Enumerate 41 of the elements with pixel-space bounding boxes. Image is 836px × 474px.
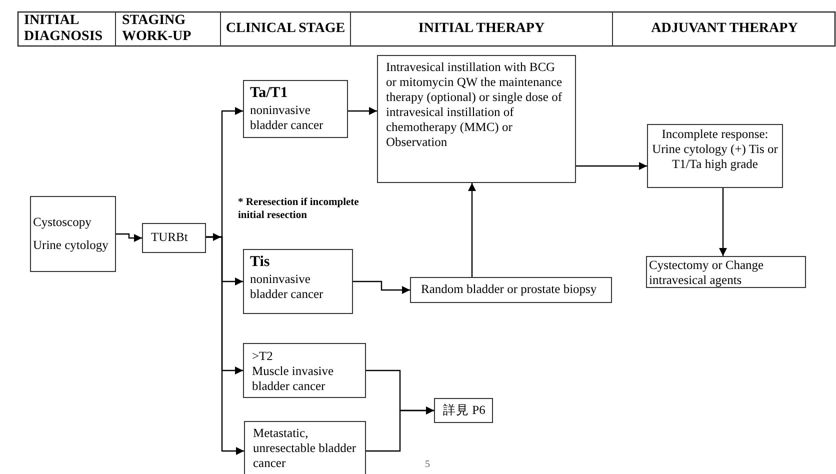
box-text: 詳見 P6	[443, 403, 484, 418]
arrow	[468, 183, 476, 277]
process-box	[377, 55, 576, 183]
header-cell: CLINICAL STAGE	[221, 12, 351, 46]
process-box	[647, 124, 783, 188]
box-text: TURBt	[151, 230, 189, 245]
box-text: Muscle invasive bladder cancer	[252, 364, 335, 394]
header-cell: STAGING WORK-UP	[116, 12, 221, 46]
process-box	[243, 80, 348, 138]
header-cell: INITIAL DIAGNOSIS	[18, 12, 116, 46]
box-text: noninvasive bladder cancer	[250, 103, 324, 133]
header-cell: INITIAL THERAPY	[351, 12, 613, 46]
box-text: Incomplete response: Urine cytology (+) Tis or T1/Ta high grade	[652, 127, 778, 172]
box-text: Cystectomy or Change intravesical agents	[649, 258, 765, 288]
arrow	[116, 233, 142, 242]
process-box	[434, 398, 493, 423]
box-text: Cystoscopy	[33, 215, 92, 230]
box-text: Intravesical instillation with BCG or mitomycin QW the maintenance therapy (optional) or single dose of intravesical instillation of chemotherapy (MMC) or Observation	[386, 60, 564, 150]
arrow	[366, 406, 434, 452]
arrow	[348, 107, 377, 115]
arrow	[576, 162, 647, 170]
box-text: Metastatic, unresectable bladder cancer	[253, 426, 357, 471]
arrow	[206, 236, 244, 455]
box-text: noninvasive bladder cancer	[250, 272, 324, 302]
box-text: Random bladder or prostate biopsy	[421, 282, 598, 297]
arrow	[353, 280, 410, 294]
process-box	[410, 277, 612, 303]
process-box	[646, 256, 806, 288]
process-box	[30, 196, 116, 272]
box-text: >T2	[252, 349, 274, 364]
process-box	[243, 249, 353, 314]
box-heading: Ta/T1	[250, 84, 289, 103]
header-cell-text: ADJUVANT THERAPY	[650, 20, 799, 38]
process-box	[244, 421, 366, 474]
box-heading: Tis	[250, 253, 271, 272]
box-text: Urine cytology	[33, 238, 110, 253]
process-box	[142, 223, 206, 253]
arrow	[719, 188, 727, 256]
note-text: * Reresection if incomplete initial resection	[238, 196, 360, 222]
process-box	[243, 343, 366, 398]
page-number: 5	[425, 459, 431, 470]
